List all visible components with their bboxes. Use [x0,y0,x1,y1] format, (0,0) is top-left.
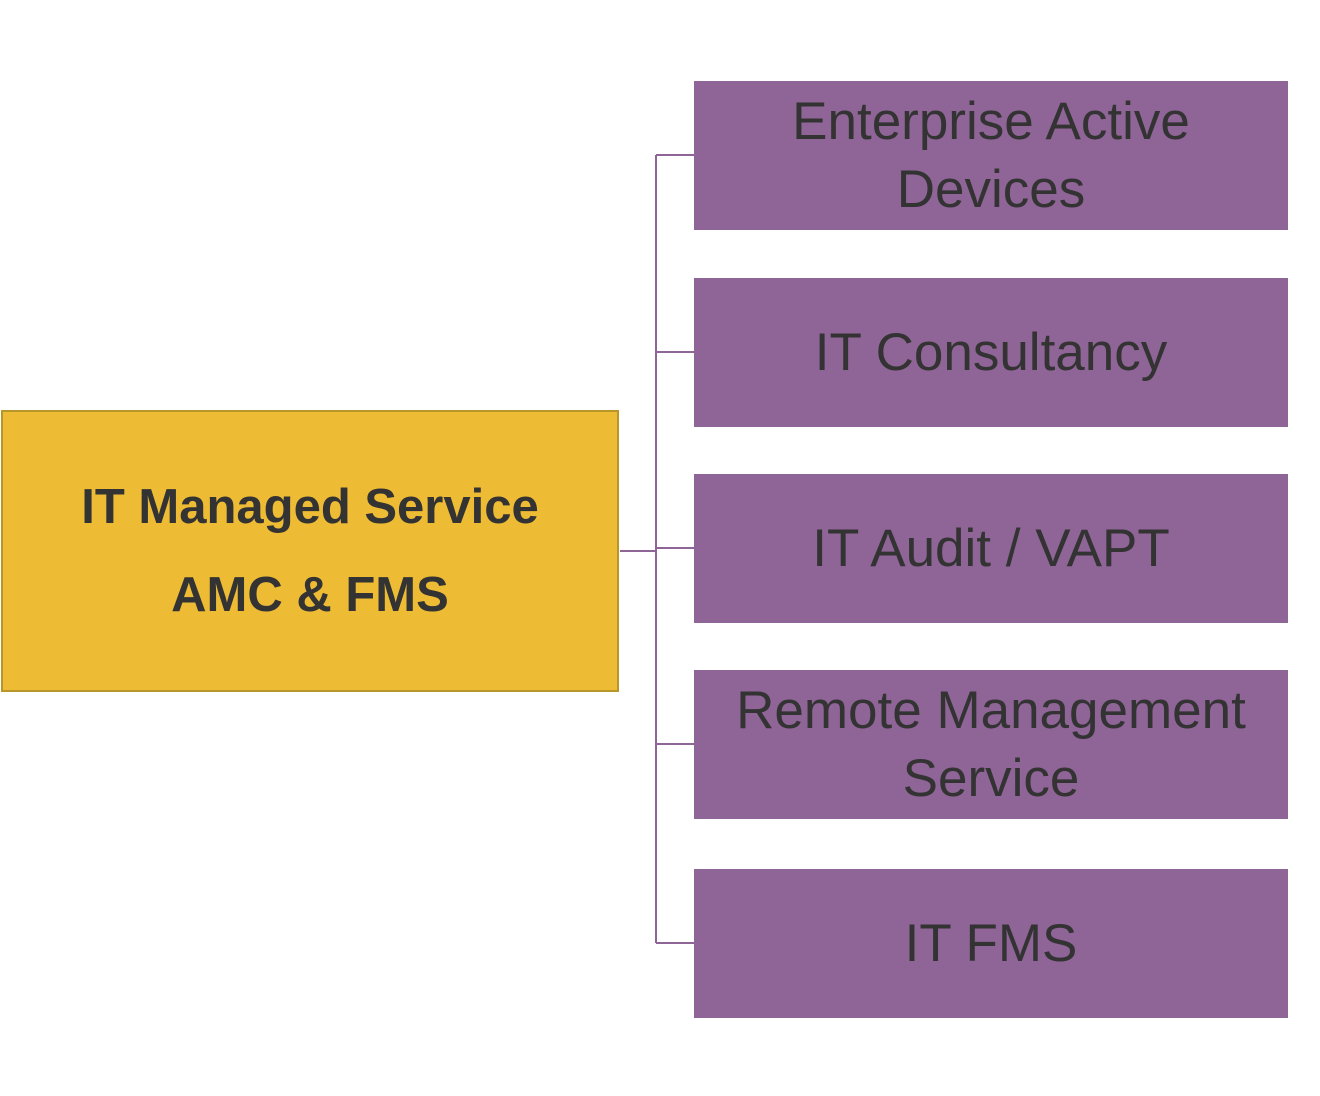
child-node-it-audit-vapt: IT Audit / VAPT [694,474,1288,623]
child-node-it-fms: IT FMS [694,869,1288,1018]
child-node-label: IT Audit / VAPT [812,518,1170,578]
child-node-label: IT Consultancy [814,322,1168,382]
child-node-label: Enterprise Active Devices [792,91,1190,219]
root-node-subtitle: AMC & FMS [171,568,449,622]
root-node-it-managed-service: IT Managed Service AMC & FMS [1,410,619,692]
root-node-title: IT Managed Service [81,480,539,534]
child-node-enterprise-active-devices: Enterprise Active Devices [694,81,1288,230]
child-node-label: Remote Management Service [736,680,1246,808]
child-node-remote-management-service: Remote Management Service [694,670,1288,819]
child-node-label: IT FMS [904,913,1078,973]
child-node-it-consultancy: IT Consultancy [694,278,1288,427]
